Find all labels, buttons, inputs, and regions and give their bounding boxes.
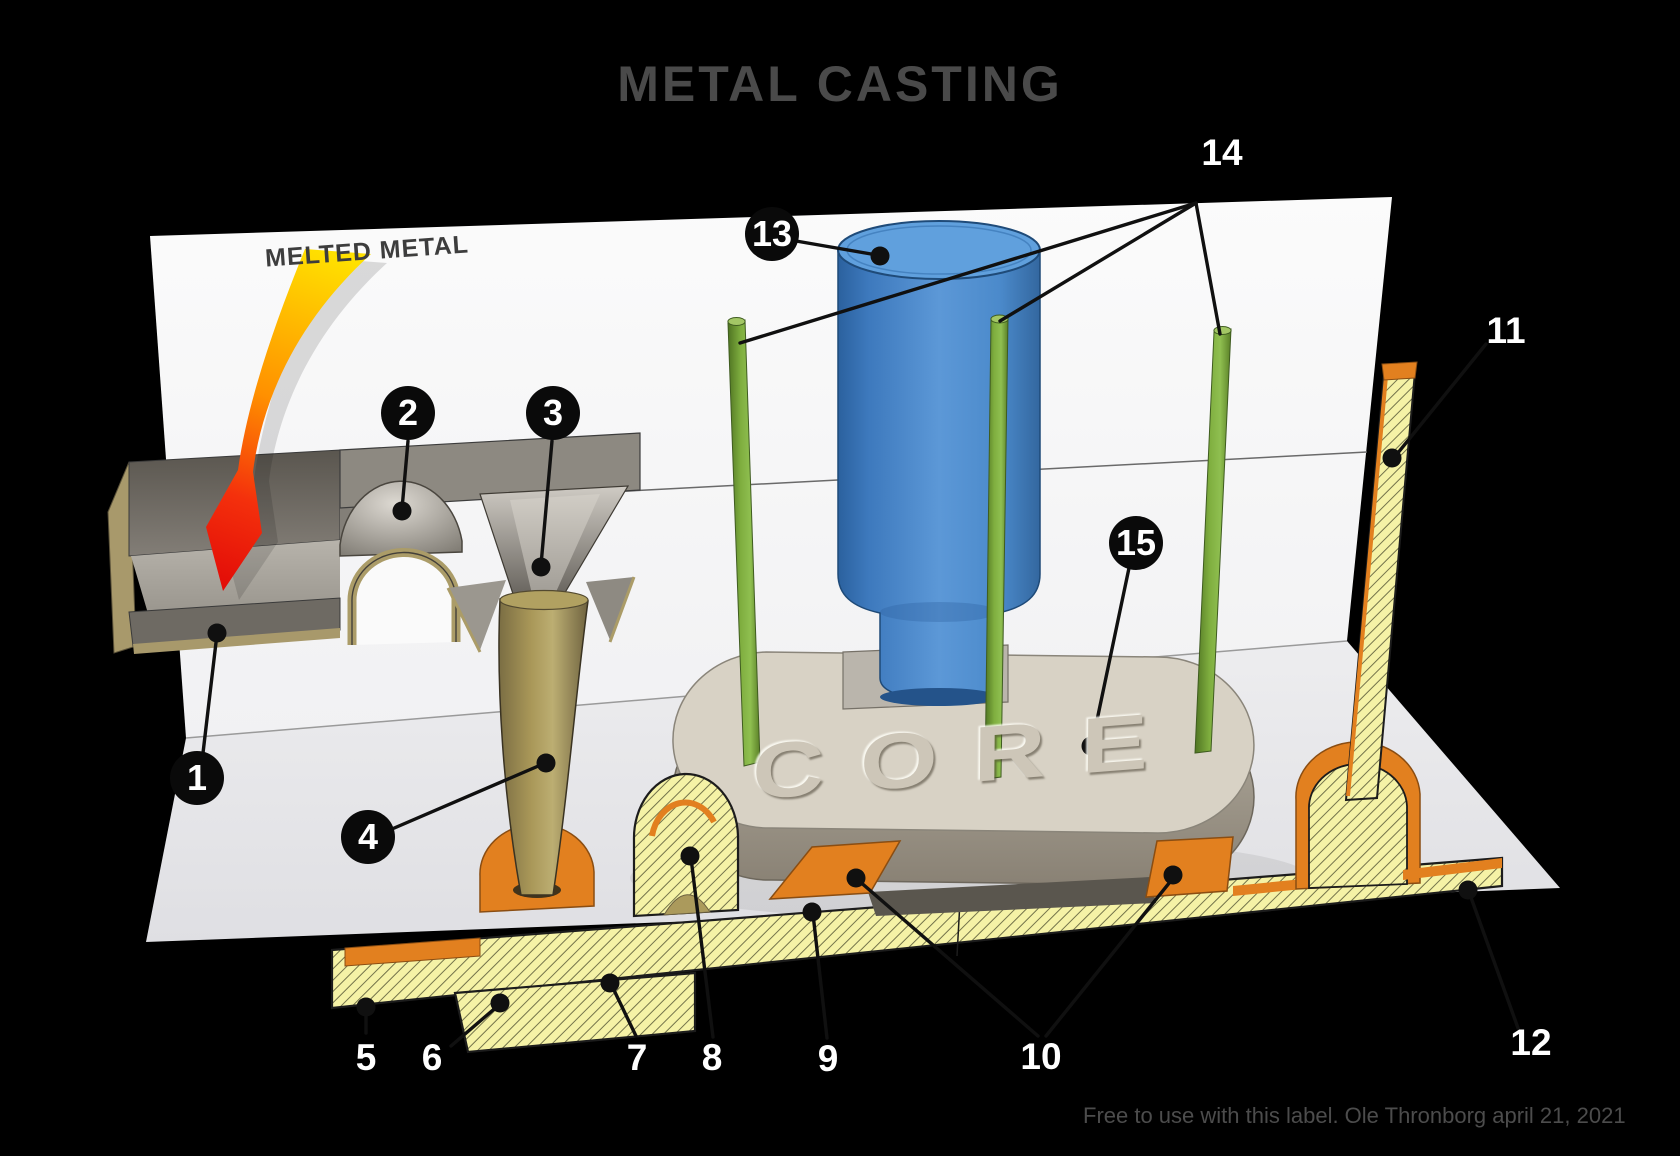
callout-2: 2 (381, 386, 435, 440)
basin-front-edge (133, 628, 340, 654)
callout-14: 14 (1201, 132, 1243, 173)
callout-11: 11 (1486, 310, 1526, 351)
callout-12: 12 (1510, 1022, 1552, 1063)
callout-13: 13 (745, 207, 799, 261)
ingate-left (768, 840, 902, 900)
gate-bump (632, 772, 740, 918)
callout-3: 3 (526, 386, 580, 440)
callout-1: 1 (170, 751, 224, 805)
sprue-cone (498, 598, 589, 896)
core-underside-band (868, 877, 1156, 916)
callout-8: 8 (701, 1037, 723, 1078)
funnel-wing-right (586, 577, 634, 640)
vent-rod-left (727, 317, 761, 767)
riser-column (1344, 361, 1418, 802)
callout-9: 9 (817, 1038, 839, 1079)
ingate-right (1145, 836, 1234, 898)
funnel-wing-left (448, 580, 506, 650)
callout-5: 5 (355, 1037, 377, 1078)
sprue-top-rim (499, 589, 589, 611)
runner-strip-left (344, 937, 481, 967)
callout-6: 6 (421, 1037, 443, 1078)
page-title: METAL CASTING (617, 56, 1063, 112)
attribution-text: Free to use with this label. Ole Thronbo… (1083, 1103, 1626, 1128)
runner-strip-right (1403, 858, 1502, 880)
runner-strip-mid (1233, 879, 1303, 896)
callout-15: 15 (1109, 516, 1163, 570)
callout-7: 7 (626, 1037, 648, 1078)
callout-4: 4 (341, 810, 395, 864)
callout-10: 10 (1020, 1036, 1062, 1077)
core-block (672, 651, 1255, 886)
leader-dots (207, 246, 1478, 1017)
melted-metal-arrow (206, 249, 387, 600)
vent-rods (727, 314, 1232, 780)
